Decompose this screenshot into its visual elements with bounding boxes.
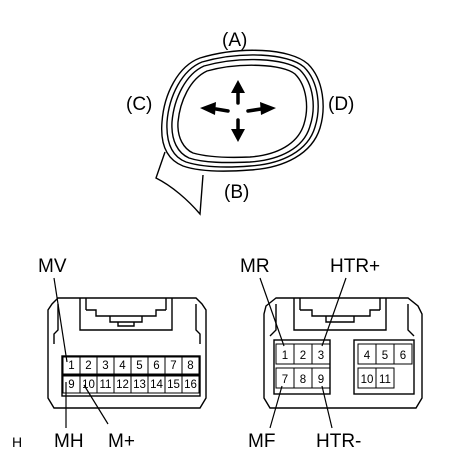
leader-htrplus [321,277,347,347]
pin-number: 8 [300,374,306,386]
label-b: (B) [224,182,249,203]
pin-number: 12 [116,379,129,391]
leader-mplus [83,384,109,425]
mirror-assembly [155,49,324,216]
connector-left-latch [79,298,173,331]
leader-mv [53,277,68,363]
pin-number: 4 [119,360,126,372]
mirror-mount [155,151,204,216]
label-c: (C) [126,94,152,115]
leader-mf [269,385,283,429]
label-a: (A) [222,30,247,51]
pin-cell [181,356,200,375]
callout-mv: MV [38,256,67,277]
mirror-glass [177,64,308,159]
pin-number: 6 [153,360,159,372]
callout-htrplus: HTR+ [330,256,380,277]
mirror-outline-1 [161,49,324,172]
mirror-outline-2 [166,54,319,168]
arrow-down-icon [231,118,245,142]
pin-number: 8 [187,360,193,372]
pin-number: 7 [282,374,288,386]
callout-mh: MH [54,431,84,452]
connector-right-latch [293,298,387,331]
pin-number: 11 [379,374,391,386]
connector-left [47,297,207,409]
pin-cell [393,343,413,365]
pin-number: 14 [150,379,163,391]
pin-number: 2 [85,360,91,372]
leader-mr [259,277,285,347]
pin-number: 15 [167,379,180,391]
pin-number: 9 [68,379,74,391]
pin-number: 16 [184,379,197,391]
connector-right-body [263,297,423,409]
connector-left-body [47,297,207,409]
connector-left-leaders [53,277,109,428]
pin-number: 1 [282,350,288,362]
arrow-right-icon [246,102,276,115]
pin-number: 7 [170,360,176,372]
arrow-left-icon [200,102,230,115]
leader-htrminus [321,385,333,429]
pin-number: 5 [382,350,388,362]
pin-number: 13 [133,379,146,391]
pin-number: 5 [136,360,142,372]
callout-mr: MR [240,256,270,277]
pin-number: 3 [102,360,108,372]
connector-left-inner [53,304,201,344]
pin-number: 9 [318,374,324,386]
pin-number: 6 [400,350,406,362]
corner-mark: H [12,434,22,450]
connector-right-pin-area-left [273,339,331,395]
connector-right [263,297,423,409]
pin-number: 1 [68,360,74,372]
callout-mplus: M+ [108,431,135,452]
pin-number: 3 [318,350,324,362]
connector-left-pin-area [61,355,201,397]
connector-right-inner [269,304,415,337]
callout-htrminus: HTR- [316,431,361,452]
pin-cell [311,343,331,365]
pin-cell [311,367,331,389]
arrow-up-icon [231,80,245,105]
pin-cell [375,367,395,389]
pin-number: 2 [300,350,306,362]
mirror-outline-3 [171,58,314,164]
pin-number: 10 [361,374,374,386]
label-d: (D) [328,94,354,115]
pin-cell [181,375,200,394]
pin-number: 4 [364,350,371,362]
pin-number: 11 [100,379,112,391]
connector-right-leaders [259,277,347,429]
adjust-arrows [200,80,276,142]
callout-mf: MF [248,431,275,452]
connector-right-pin-area-right [353,339,415,395]
